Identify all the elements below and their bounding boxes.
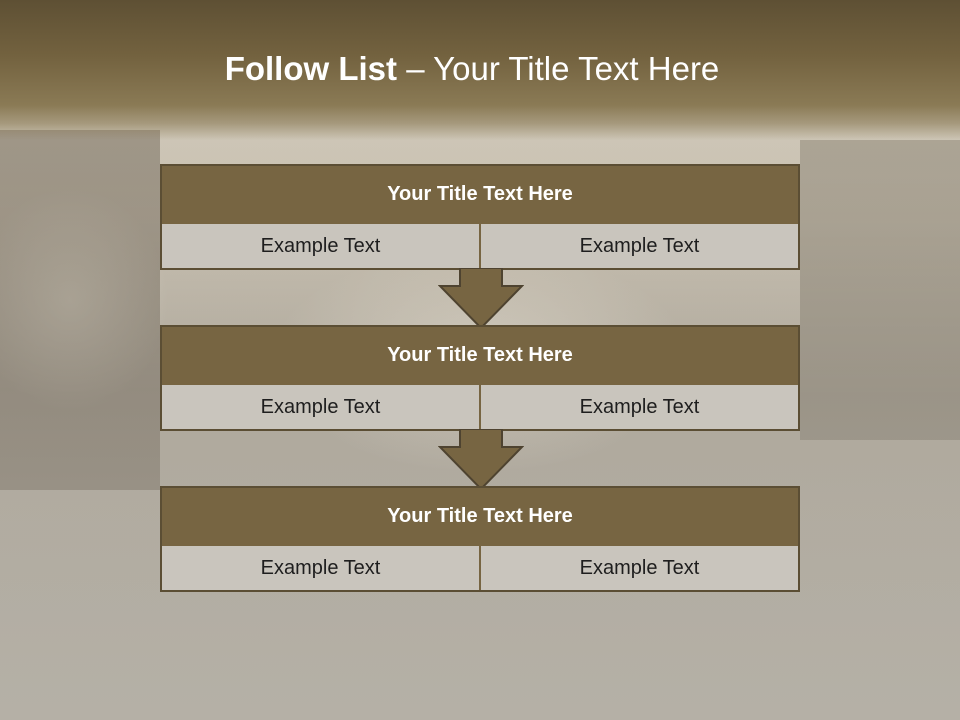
step-2-left-cell: Example Text [162, 385, 479, 429]
step-title-3: Your Title Text Here [162, 488, 798, 544]
step-card-1: Your Title Text Here Example Text Exampl… [160, 164, 800, 270]
step-3-right-cell: Example Text [481, 546, 798, 590]
slide-title-rest: – Your Title Text Here [397, 50, 720, 87]
step-1-right-cell: Example Text [481, 224, 798, 268]
down-arrow-1 [438, 268, 524, 330]
step-3-left-cell: Example Text [162, 546, 479, 590]
step-2-right-cell: Example Text [481, 385, 798, 429]
step-title-1: Your Title Text Here [162, 166, 798, 222]
header-band [0, 0, 960, 140]
step-title-2: Your Title Text Here [162, 327, 798, 383]
down-arrow-2 [438, 429, 524, 491]
slide-title-bold: Follow List [224, 50, 398, 87]
step-1-left-cell: Example Text [162, 224, 479, 268]
slide-title: Follow List – Your Title Text Here [0, 50, 944, 88]
step-card-3: Your Title Text Here Example Text Exampl… [160, 486, 800, 592]
step-card-2: Your Title Text Here Example Text Exampl… [160, 325, 800, 431]
